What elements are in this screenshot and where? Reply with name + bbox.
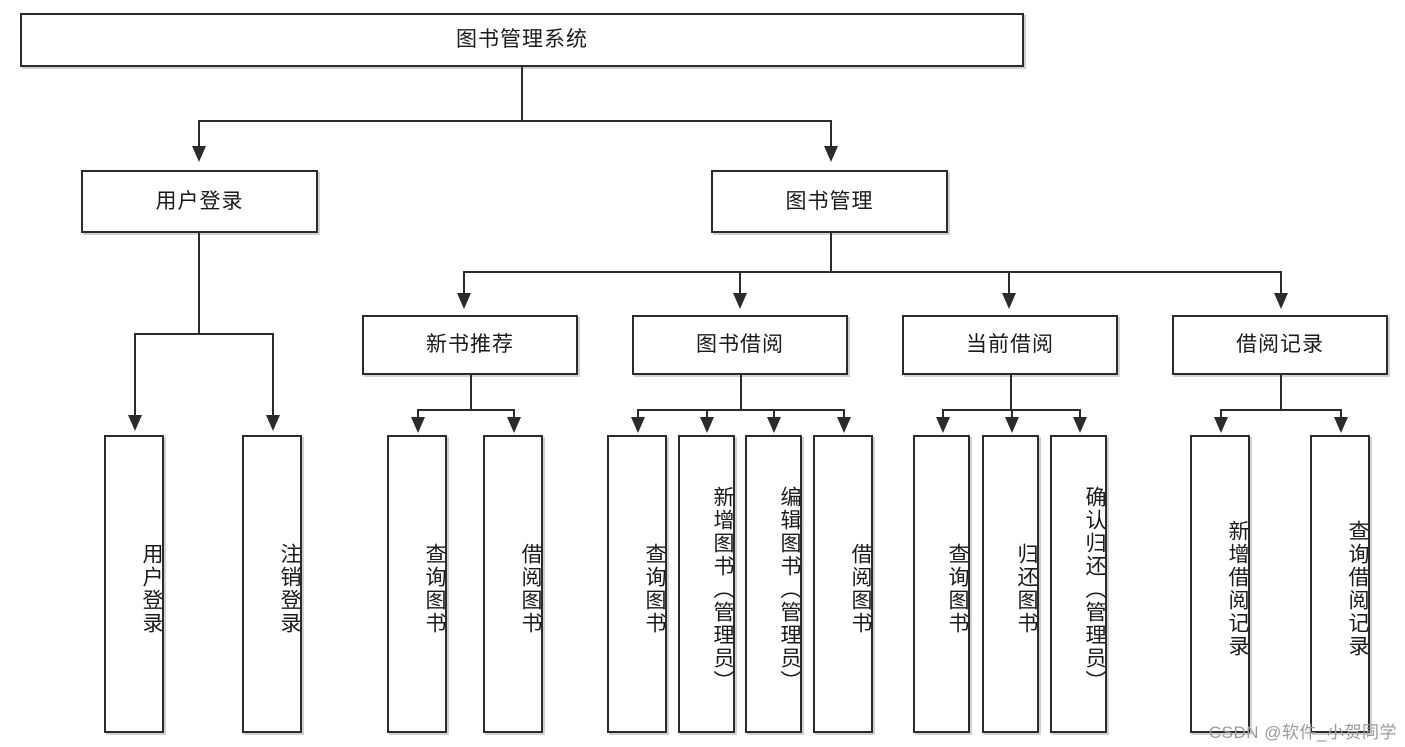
connector-new-book-leaf-2 [513,409,515,419]
connector-borrow-record-bus [1220,409,1340,411]
connector-user-login-leaf-2 [272,333,274,417]
arrowhead-user-login-leaf-2 [266,415,280,431]
connector-current-borrow-leaf-1 [942,409,944,419]
connector-to-current-borrow [1008,271,1010,295]
connector-borrow-record-stem [1280,375,1282,409]
node-label: 查询图书 [946,543,969,635]
node-label: 用户登录 [140,543,163,635]
connector-book-borrow-leaf-1 [637,409,639,419]
arrowhead-user-login [192,146,206,162]
connector-book-borrow-bus [637,409,843,411]
node-book-management[interactable]: 图书管理 [711,170,948,233]
node-label: 图书管理系统 [456,28,588,52]
arrowhead-user-login-leaf-1 [128,415,142,431]
connector-level1-bus [198,120,831,122]
connector-to-book-borrow [739,271,741,295]
connector-level2-bus [463,271,1280,273]
node-label: 新增借阅记录 [1226,520,1249,658]
leaf-user-login[interactable]: 用户登录 [104,435,164,733]
connector-new-book-leaf-1 [417,409,419,419]
connector-book-manage-stem [830,233,832,271]
node-borrow-record[interactable]: 借阅记录 [1172,315,1388,375]
node-label: 借阅图书 [849,543,872,635]
connector-borrow-record-leaf-2 [1340,409,1342,419]
connector-to-new-book [463,271,465,295]
arrowhead-current-borrow-leaf-1 [936,417,950,433]
arrowhead-book-borrow-leaf-2 [700,417,714,433]
node-label: 查询图书 [643,543,666,635]
node-label: 借阅记录 [1236,333,1324,357]
arrowhead-book-manage [824,146,838,162]
node-label: 归还图书 [1015,543,1038,635]
leaf-borrow-borrow-book[interactable]: 借阅图书 [813,435,873,733]
connector-current-borrow-leaf-3 [1079,409,1081,419]
arrowhead-book-borrow-leaf-1 [631,417,645,433]
arrowhead-borrow-record [1274,293,1288,309]
node-label: 查询借阅记录 [1346,520,1369,658]
leaf-record-add[interactable]: 新增借阅记录 [1190,435,1250,733]
leaf-new-book-query[interactable]: 查询图书 [387,435,447,733]
watermark-text: CSDN @软件_小贺同学 [1208,723,1397,742]
arrowhead-borrow-record-leaf-1 [1214,417,1228,433]
leaf-logout[interactable]: 注销登录 [242,435,302,733]
connector-root-stem [521,67,523,120]
connector-current-borrow-leaf-2 [1011,409,1013,419]
node-label: 新增图书（管理员） [711,485,734,693]
connector-current-borrow-stem [1010,375,1012,409]
leaf-new-book-borrow[interactable]: 借阅图书 [483,435,543,733]
node-root-system[interactable]: 图书管理系统 [20,13,1024,67]
connector-user-login-leaf-1 [134,333,136,417]
leaf-borrow-query-book[interactable]: 查询图书 [607,435,667,733]
leaf-current-query-book[interactable]: 查询图书 [913,435,970,733]
node-label: 编辑图书（管理员） [778,485,801,693]
connector-user-login-bus [134,333,272,335]
node-label: 当前借阅 [966,333,1054,357]
leaf-current-return-book[interactable]: 归还图书 [982,435,1039,733]
arrowhead-new-book-leaf-2 [507,417,521,433]
node-current-borrow[interactable]: 当前借阅 [902,315,1118,375]
node-user-login[interactable]: 用户登录 [81,170,318,233]
arrowhead-book-borrow-leaf-4 [837,417,851,433]
node-book-borrow[interactable]: 图书借阅 [632,315,848,375]
connector-book-borrow-leaf-4 [843,409,845,419]
connector-user-login-stem [198,233,200,333]
node-label: 注销登录 [278,543,301,635]
node-label: 查询图书 [423,543,446,635]
connector-book-borrow-leaf-2 [706,409,708,419]
node-new-book-recommend[interactable]: 新书推荐 [362,315,578,375]
arrowhead-new-book-leaf-1 [411,417,425,433]
arrowhead-book-borrow-leaf-3 [767,417,781,433]
connector-book-borrow-stem [740,375,742,409]
arrowhead-current-borrow [1002,293,1016,309]
connector-current-borrow-bus [942,409,1079,411]
connector-to-borrow-record [1280,271,1282,295]
node-label: 用户登录 [155,189,244,213]
node-label: 图书借阅 [696,333,784,357]
arrowhead-borrow-record-leaf-2 [1334,417,1348,433]
arrowhead-new-book [457,293,471,309]
connector-borrow-record-leaf-1 [1220,409,1222,419]
arrowhead-book-borrow [733,293,747,309]
node-label: 借阅图书 [519,543,542,635]
leaf-current-confirm-return[interactable]: 确认归还（管理员） [1050,435,1107,733]
leaf-borrow-add-book[interactable]: 新增图书（管理员） [678,435,735,733]
arrowhead-current-borrow-leaf-2 [1005,417,1019,433]
arrowhead-current-borrow-leaf-3 [1073,417,1087,433]
connector-new-book-bus [417,409,513,411]
node-label: 新书推荐 [426,333,514,357]
connector-to-book-manage [830,120,832,148]
connector-to-user-login [198,120,200,148]
node-label: 图书管理 [785,189,874,213]
leaf-record-query[interactable]: 查询借阅记录 [1310,435,1370,733]
connector-new-book-stem [470,375,472,409]
node-label: 确认归还（管理员） [1083,485,1106,693]
connector-book-borrow-leaf-3 [773,409,775,419]
leaf-borrow-edit-book[interactable]: 编辑图书（管理员） [745,435,802,733]
